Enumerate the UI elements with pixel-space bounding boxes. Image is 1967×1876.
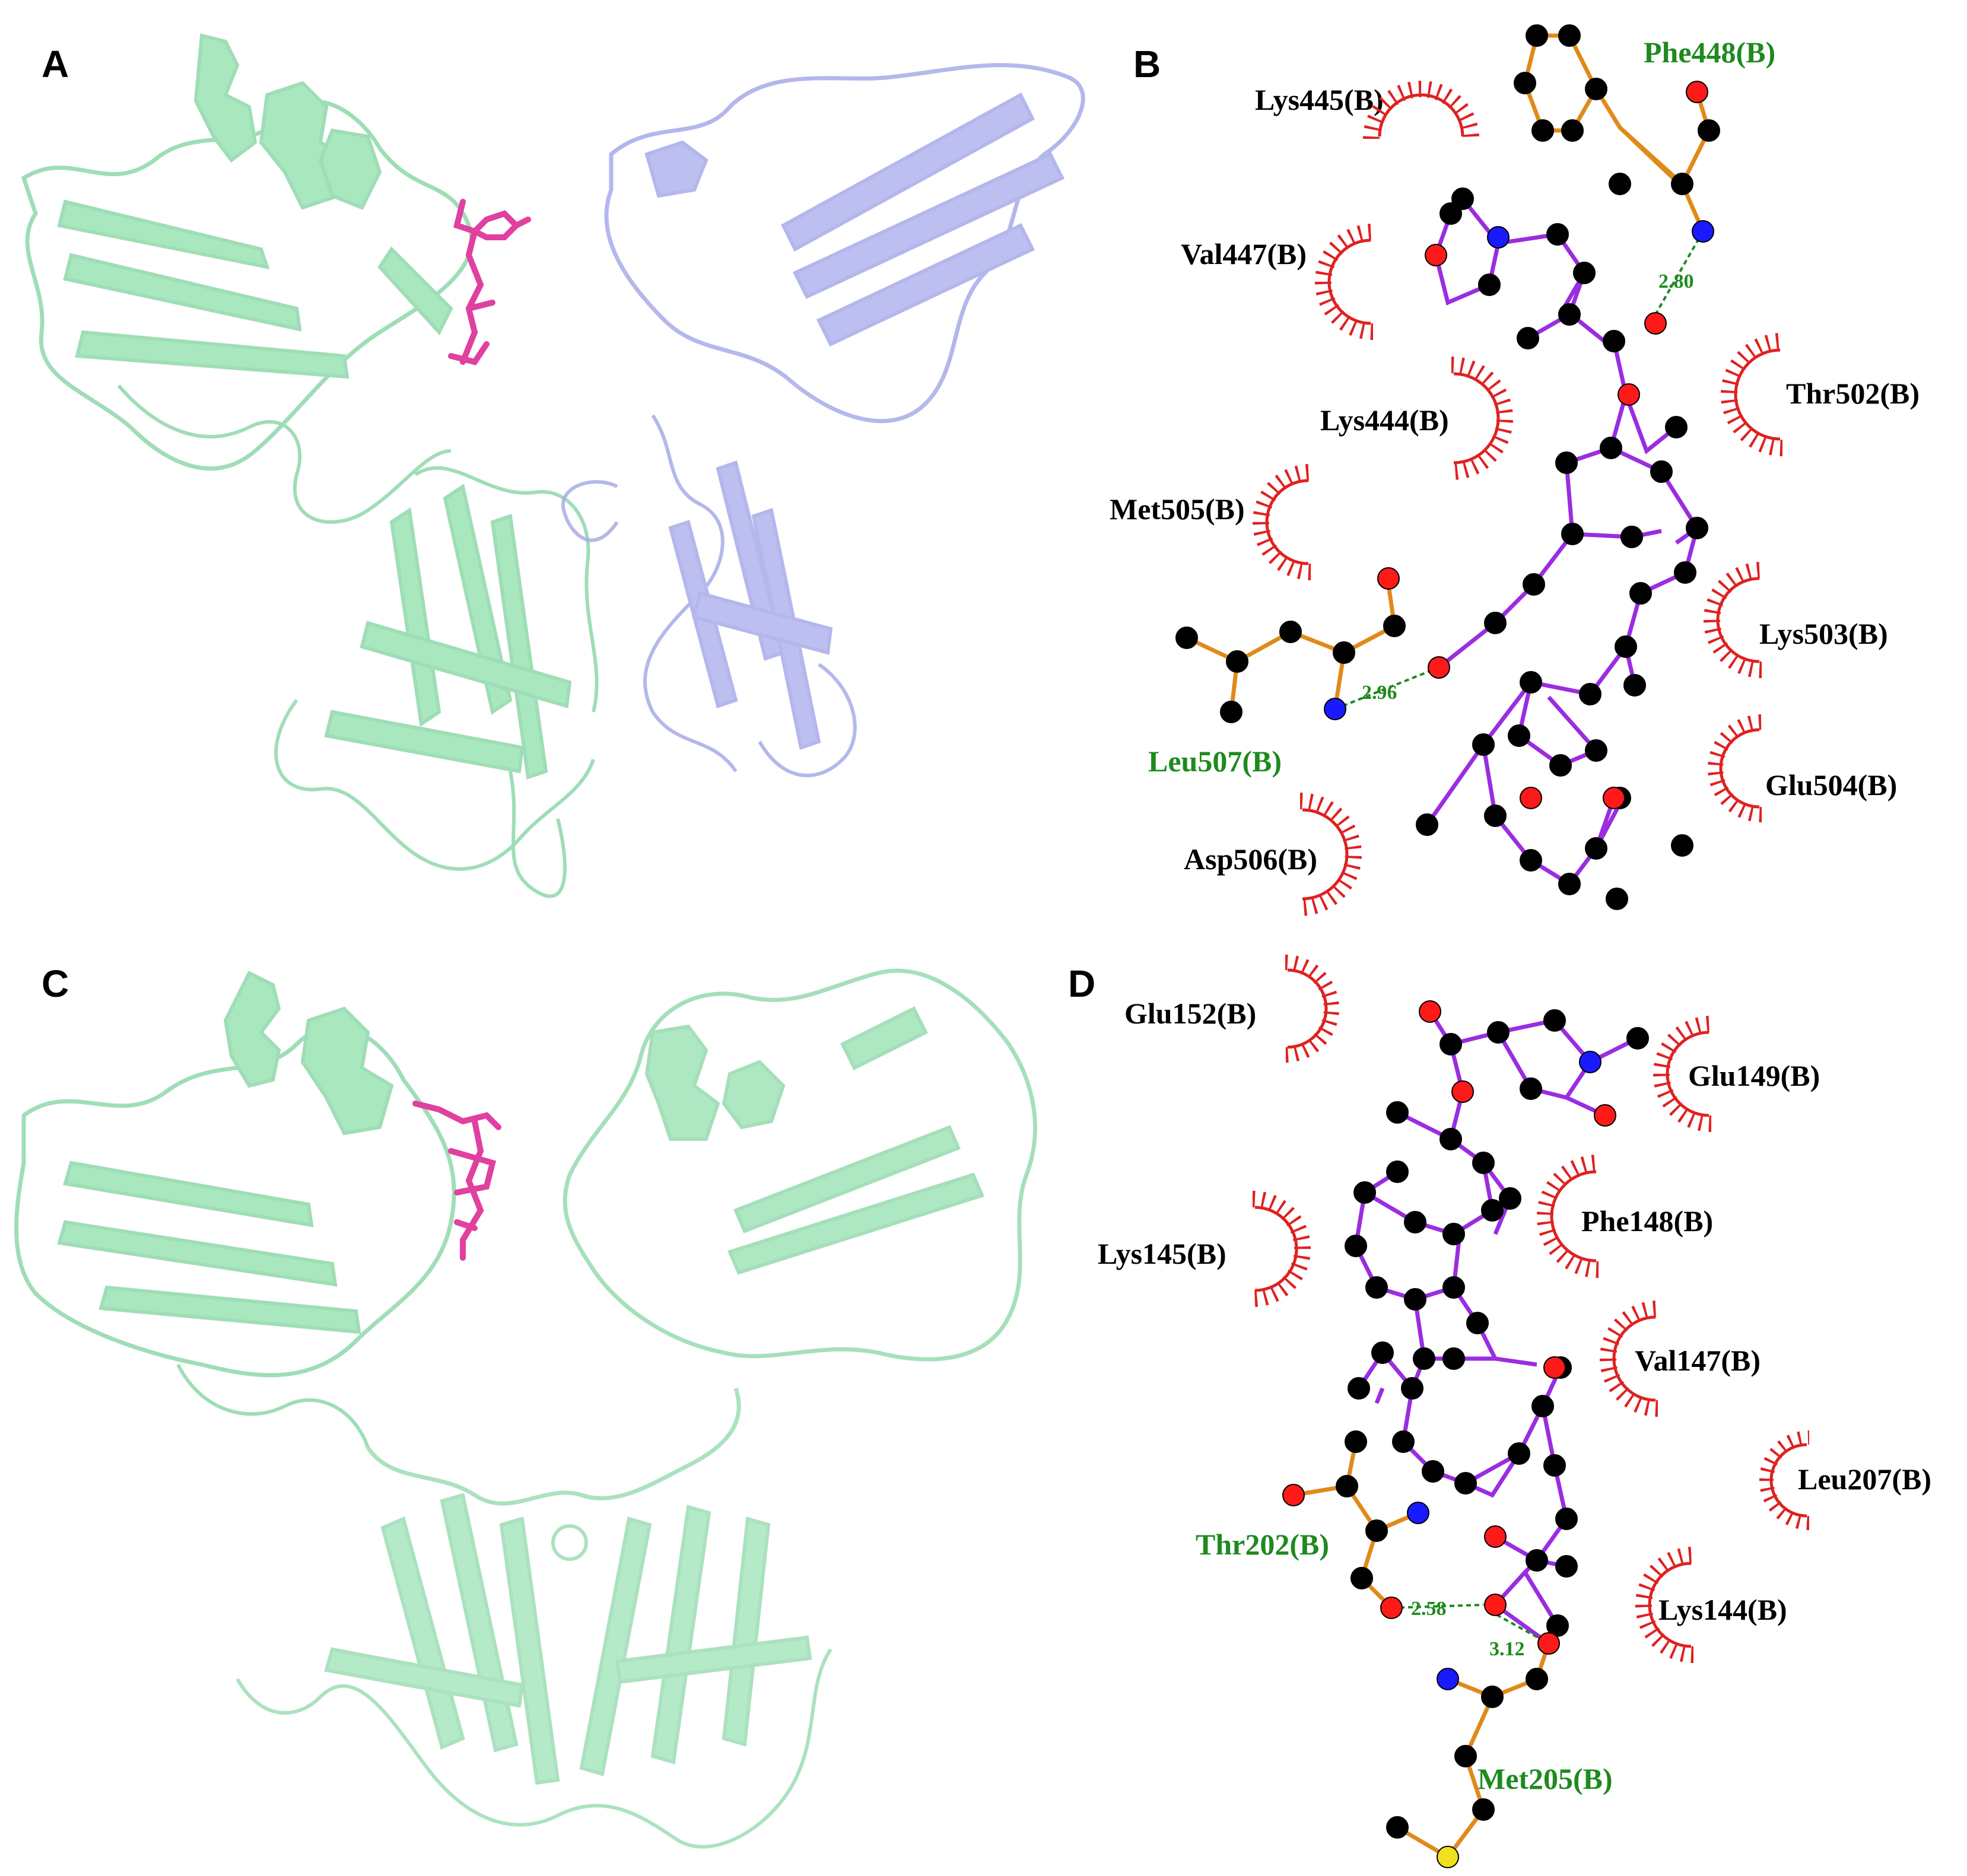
ligand-stick-a	[448, 199, 531, 365]
residue-label-lys503: Lys503(B)	[1759, 617, 1888, 650]
ligand-stick-c	[412, 1101, 501, 1261]
residue-label-thr202: Thr202(B)	[1196, 1528, 1329, 1561]
hbond-distance-1: 2.80	[1658, 271, 1694, 292]
protein-chain-green-c-right	[563, 968, 1037, 1362]
residue-label-met205: Met205(B)	[1477, 1762, 1613, 1795]
panel-c-label: C	[42, 962, 69, 1005]
residue-label-asp506: Asp506(B)	[1184, 842, 1317, 876]
panel-a: A	[21, 33, 1085, 898]
residue-label-thr502: Thr502(B)	[1786, 377, 1920, 410]
protein-chain-blue-a	[561, 63, 1085, 777]
residue-bonds-b	[1186, 33, 1711, 713]
panel-d-label: D	[1068, 962, 1095, 1005]
panel-a-label: A	[42, 43, 69, 85]
residue-label-glu504: Glu504(B)	[1765, 768, 1897, 802]
residue-label-lys444: Lys444(B)	[1320, 403, 1449, 437]
panel-c: C	[14, 962, 1037, 1849]
residue-label-met505: Met505(B)	[1110, 492, 1245, 526]
residue-label-glu152: Glu152(B)	[1124, 997, 1256, 1030]
hydrophobic-arcs-b	[1253, 81, 1783, 916]
hbond-distance-4: 3.12	[1489, 1638, 1525, 1660]
residue-label-leu507: Leu507(B)	[1148, 745, 1282, 778]
residue-label-lys145: Lys145(B)	[1098, 1237, 1226, 1270]
hbond-distance-3: 2.58	[1411, 1598, 1447, 1620]
hbonds-b	[1334, 231, 1704, 710]
residue-label-val447: Val447(B)	[1181, 237, 1307, 271]
protein-chain-green-a	[21, 33, 599, 898]
residue-label-lys445: Lys445(B)	[1255, 83, 1384, 116]
hbond-distance-2: 2.96	[1362, 682, 1397, 704]
residue-label-phe448: Phe448(B)	[1644, 36, 1775, 69]
residue-label-leu207: Leu207(B)	[1798, 1462, 1931, 1496]
residue-label-glu149: Glu149(B)	[1688, 1059, 1820, 1092]
hbonds-d	[1391, 1604, 1549, 1645]
residue-label-val147: Val147(B)	[1635, 1344, 1761, 1377]
protein-chain-green-c-bottom	[236, 1387, 832, 1849]
protein-chain-green-c-left	[14, 970, 456, 1448]
hydrophobic-arcs-d	[1252, 955, 1810, 1663]
atoms-d	[1282, 1000, 1649, 1868]
residue-label-phe148: Phe148(B)	[1581, 1204, 1713, 1238]
ligand-bonds-b	[1425, 195, 1699, 887]
panel-d: D Glu152(B) Glu149(B) Phe148(B) Lys145(B…	[1068, 955, 1931, 1868]
panel-b-label: B	[1133, 43, 1161, 85]
atoms-b	[1175, 24, 1720, 910]
residue-label-lys144: Lys144(B)	[1658, 1593, 1787, 1626]
panel-b: B Lys445(B) Val447(B) Lys444(B) Thr502(B…	[1110, 24, 1920, 916]
